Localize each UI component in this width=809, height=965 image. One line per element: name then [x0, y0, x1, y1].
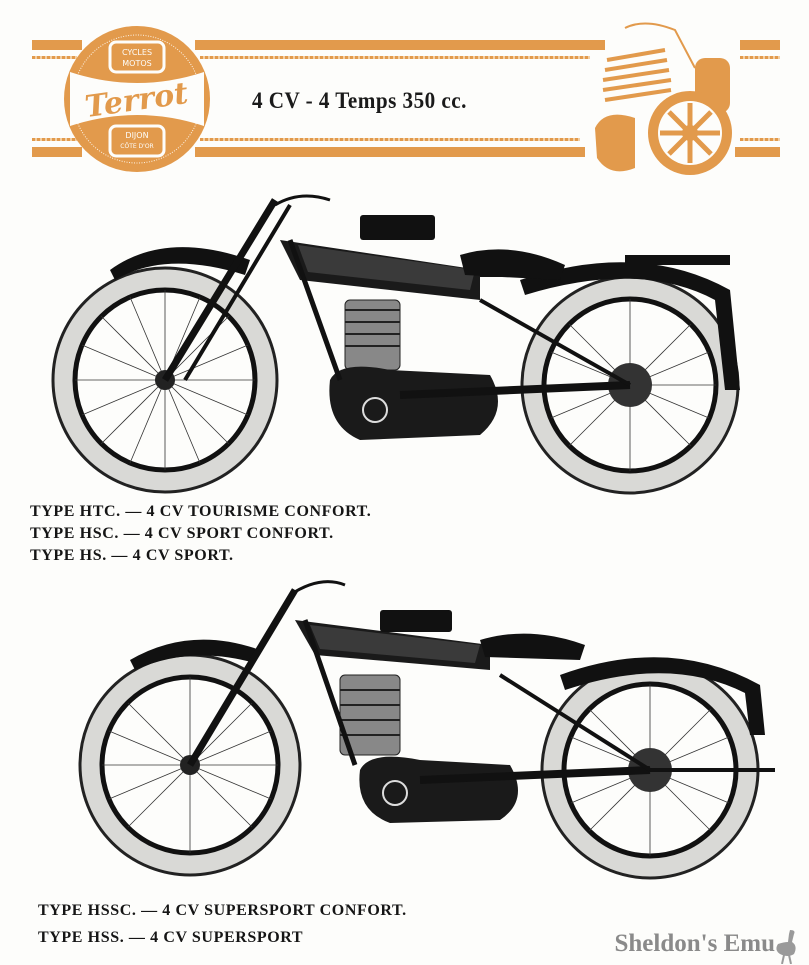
motorcycle-illustration-supersport — [78, 580, 775, 880]
banner-stripe — [735, 147, 780, 157]
banner-stripe — [740, 40, 780, 50]
emu-icon — [776, 930, 796, 964]
banner-stripe — [195, 40, 605, 50]
banner-stripe — [32, 40, 82, 50]
page-title: 4 CV - 4 Temps 350 cc. — [252, 88, 467, 113]
model-caption: TYPE HSC. — 4 CV SPORT CONFORT. — [30, 525, 334, 542]
model-caption: TYPE HSSC. — 4 CV SUPERSPORT CONFORT. — [38, 902, 407, 919]
banner-stripe — [200, 138, 580, 141]
engine-illustration — [595, 22, 732, 175]
banner-stripe — [740, 138, 780, 141]
banner-stripe — [200, 56, 590, 59]
svg-text:DIJON: DIJON — [125, 131, 148, 140]
banner-stripe — [195, 147, 585, 157]
motorcycle-illustration-touring — [51, 194, 740, 495]
banner-stripe — [32, 56, 77, 59]
svg-text:CYCLES: CYCLES — [122, 48, 152, 57]
terrot-logo: CYCLES MOTOS DIJON CÔTE D'OR Terrot — [64, 26, 210, 172]
model-caption: TYPE HS. — 4 CV SPORT. — [30, 547, 234, 564]
svg-text:MOTOS: MOTOS — [122, 59, 151, 68]
banner-stripe — [32, 138, 77, 141]
model-caption: TYPE HSS. — 4 CV SUPERSPORT — [38, 929, 304, 946]
model-caption: TYPE HTC. — 4 CV TOURISME CONFORT. — [30, 503, 372, 520]
watermark: Sheldon's Emu — [615, 930, 776, 958]
watermark-text: Sheldon's Emu — [614, 930, 776, 957]
banner-stripe — [32, 147, 82, 157]
banner-stripe — [740, 56, 780, 59]
svg-text:CÔTE D'OR: CÔTE D'OR — [120, 143, 153, 150]
